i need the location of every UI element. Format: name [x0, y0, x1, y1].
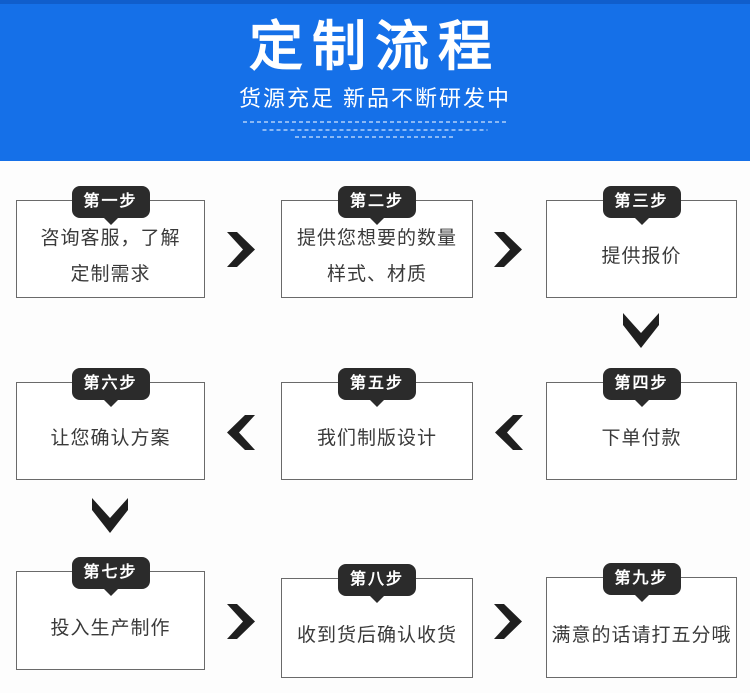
- step-9-box: 第九步 满意的话请打五分哦: [546, 563, 737, 678]
- step-6-text: 让您确认方案: [50, 428, 171, 449]
- step-6-box: 第六步 让您确认方案: [16, 368, 205, 480]
- decorative-dashed-line: [295, 136, 455, 138]
- step-3-box: 第三步 提供报价: [546, 186, 737, 298]
- step-8-badge: 第八步: [337, 564, 417, 596]
- step-2-box: 第二步 提供您想要的数量 样式、材质: [281, 186, 473, 298]
- step-1-badge: 第一步: [71, 186, 150, 218]
- step-2-text: 提供您想要的数量 样式、材质: [296, 228, 457, 285]
- chevron-right-icon: [227, 232, 255, 267]
- chevron-right-icon: [227, 604, 255, 639]
- step-2-badge: 第二步: [337, 186, 417, 218]
- chevron-down-icon: [623, 313, 659, 348]
- step-9-badge: 第九步: [602, 563, 681, 595]
- step-5-box: 第五步 我们制版设计: [281, 368, 473, 480]
- step-6-badge: 第六步: [71, 368, 150, 400]
- step-5-text: 我们制版设计: [316, 428, 437, 449]
- step-5-badge: 第五步: [337, 368, 417, 400]
- step-9-text: 满意的话请打五分哦: [551, 624, 732, 646]
- step-3-text: 提供报价: [601, 246, 682, 267]
- step-7-box: 第七步 投入生产制作: [16, 557, 205, 670]
- header-banner: 定制流程 货源充足 新品不断研发中: [0, 0, 750, 161]
- step-7-badge: 第七步: [71, 557, 150, 589]
- step-8-text: 收到货后确认收货: [296, 625, 457, 646]
- chevron-right-icon: [494, 604, 522, 639]
- step-3-badge: 第三步: [602, 186, 681, 218]
- step-1-box: 第一步 咨询客服，了解 定制需求: [16, 186, 205, 298]
- decorative-dashed-line: [262, 129, 488, 131]
- step-8-box: 第八步 收到货后确认收货: [281, 564, 473, 678]
- chevron-left-icon: [227, 415, 255, 450]
- decorative-dashed-line: [243, 121, 507, 123]
- chevron-left-icon: [495, 415, 523, 450]
- page-subtitle: 货源充足 新品不断研发中: [238, 86, 512, 111]
- step-7-text: 投入生产制作: [50, 617, 171, 639]
- step-1-text: 咨询客服，了解 定制需求: [40, 228, 181, 285]
- step-4-text: 下单付款: [601, 428, 682, 449]
- step-4-badge: 第四步: [602, 368, 681, 400]
- chevron-right-icon: [494, 232, 522, 267]
- chevron-down-icon: [92, 498, 128, 533]
- page-title: 定制流程: [249, 17, 501, 77]
- step-4-box: 第四步 下单付款: [546, 368, 737, 480]
